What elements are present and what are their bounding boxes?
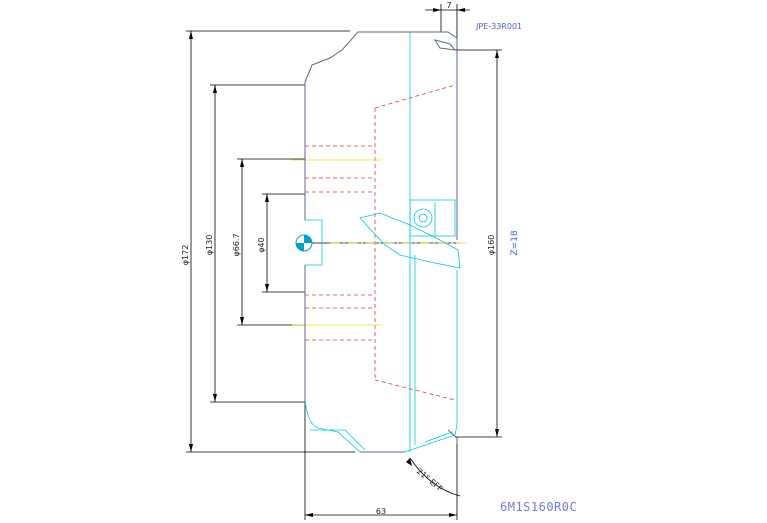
dim-label-width-7: 7 xyxy=(446,1,451,10)
hidden-lines xyxy=(305,84,456,401)
yellow-lines xyxy=(292,159,468,326)
part-reference: JPE-33R001 xyxy=(475,22,522,31)
teeth-count: Z=18 xyxy=(510,230,520,255)
dim-label-width-63: 63 xyxy=(376,507,386,516)
dim-label-d130: φ130 xyxy=(205,235,214,256)
arrowheads xyxy=(189,8,499,517)
tool-body xyxy=(304,32,458,453)
dimension-lines xyxy=(186,4,502,520)
dim-label-d160: φ160 xyxy=(487,235,496,256)
center-mark-icon xyxy=(295,234,313,252)
dim-label-d40: φ40 xyxy=(257,237,266,252)
dim-label-d66-7: φ66.7 xyxy=(232,233,241,256)
dim-label-d172: φ172 xyxy=(181,245,190,266)
tool-outline xyxy=(304,31,458,453)
tool-code: 6M1S160R0C xyxy=(500,500,577,514)
insert-pocket xyxy=(359,199,461,269)
angle-label: 21° EFF xyxy=(415,467,445,494)
